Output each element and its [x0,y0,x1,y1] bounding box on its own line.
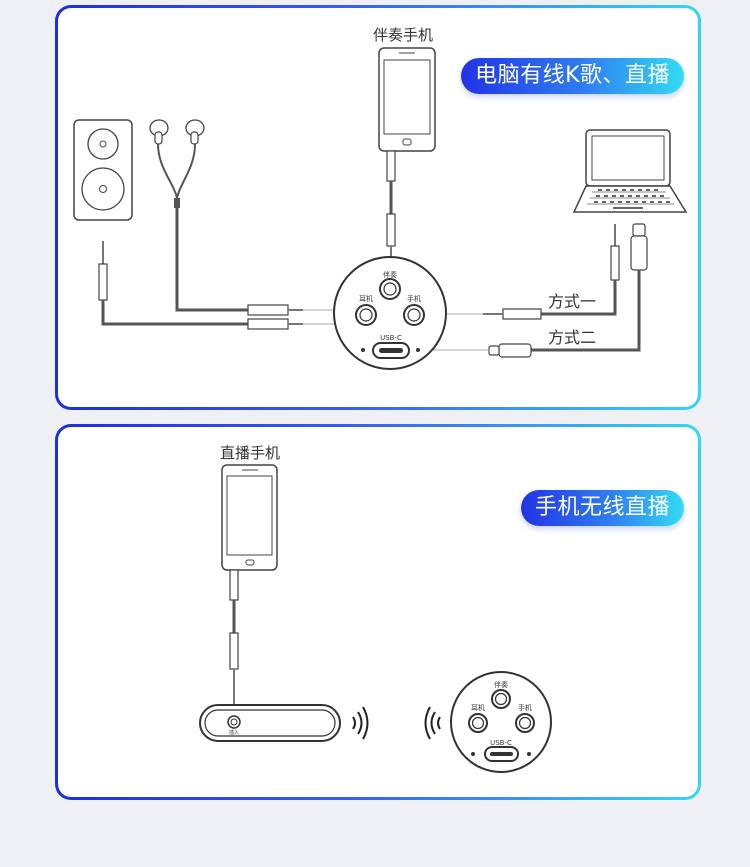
method-two-cable [416,223,648,358]
port-label-phone: 手机 [407,294,421,303]
wifi-signal-in-icon [424,706,441,740]
wireless-live-tag: 手机无线直播 [520,490,684,526]
laptop-icon [572,129,688,213]
wireless-receiver: 插入 [199,704,341,742]
accompany-cable [386,150,396,270]
live-phone-icon [221,464,278,571]
accompany-phone-icon [378,47,436,152]
receiver-port-label: 插入 [229,729,239,736]
speaker-cable [98,241,356,330]
wireless-port-label-phone: 手机 [518,703,532,712]
sound-card-device: 伴奏 耳机 手机 USB-C [333,256,447,370]
port-label-usbc: USB-C [380,334,402,342]
wireless-port-label-earphone: 耳机 [471,703,485,712]
wifi-signal-out-icon [352,706,369,740]
wired-karaoke-panel: 伴奏手机 [55,5,701,410]
wired-connection-diagram: 伴奏手机 [73,26,688,370]
live-phone-cable [229,569,239,705]
wireless-connection-diagram: 直播手机 插入 [199,444,552,773]
speaker-icon [73,119,133,221]
method-two-label: 方式二 [548,328,596,347]
port-label-earphone: 耳机 [359,294,373,303]
live-phone-label: 直播手机 [220,444,280,462]
method-one-label: 方式一 [548,292,596,311]
wireless-live-panel: 直播手机 插入 [55,424,701,800]
port-label-accompany: 伴奏 [383,270,397,279]
wireless-port-label-accompany: 伴奏 [494,680,508,689]
sound-card-device-wireless: 伴奏 耳机 手机 USB-C [450,671,552,773]
earphones-icon [149,119,356,316]
wired-karaoke-tag: 电脑有线K歌、直播 [461,58,684,94]
accompany-phone-label: 伴奏手机 [373,26,433,44]
wireless-port-label-usbc: USB-C [490,739,512,747]
